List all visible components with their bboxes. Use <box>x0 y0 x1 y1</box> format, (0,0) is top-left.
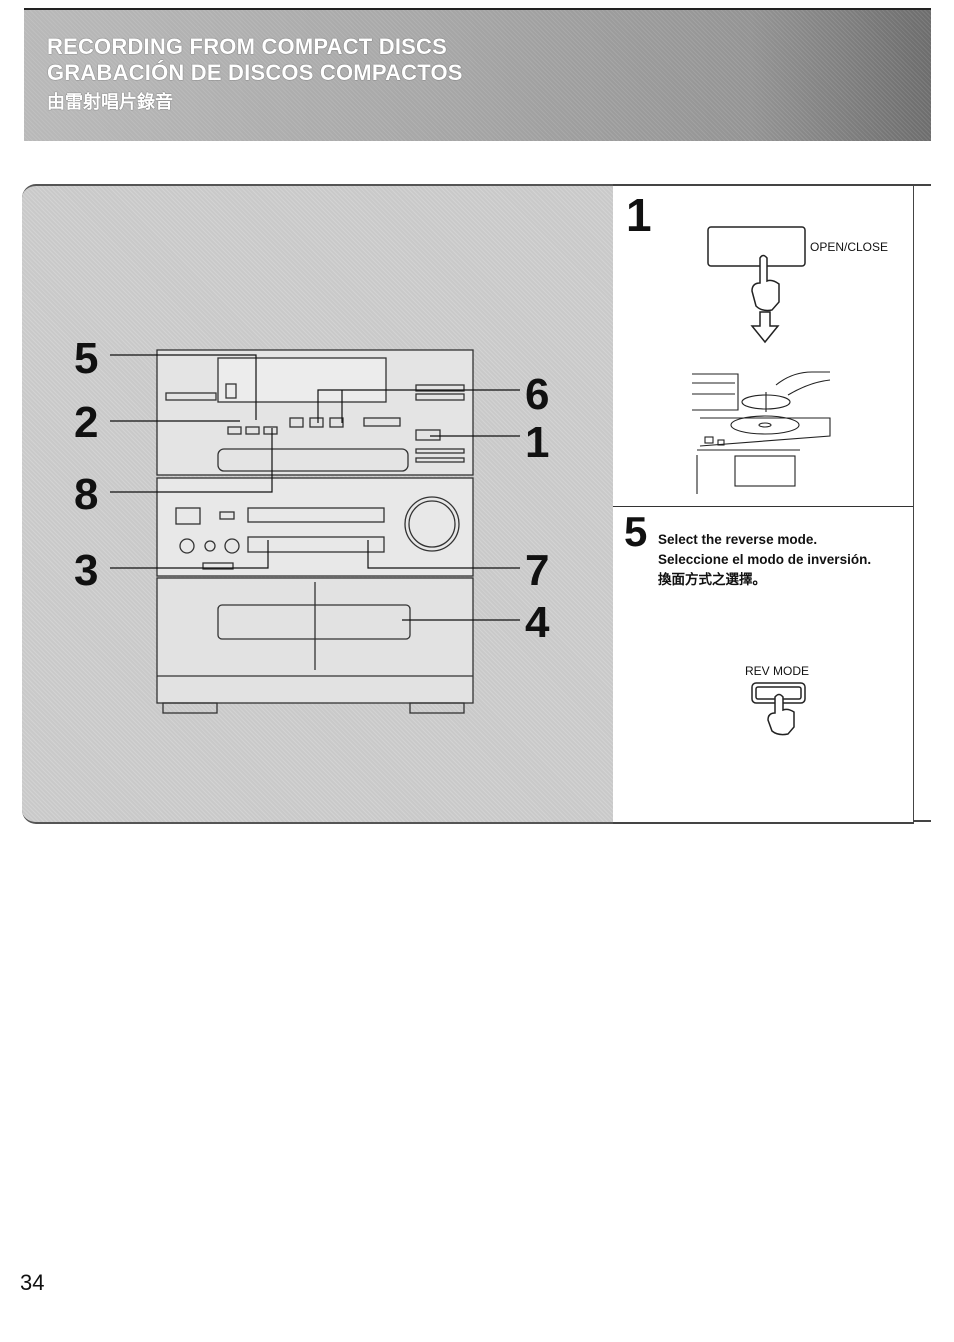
step-5-instructions: Select the reverse mode. Seleccione el m… <box>658 530 871 590</box>
step-5-number: 5 <box>624 508 648 555</box>
callout-3: 3 <box>74 546 99 595</box>
frame-rule-bottom <box>913 820 931 822</box>
rev-mode-label: REV MODE <box>745 664 810 678</box>
callout-7: 7 <box>525 546 550 595</box>
frame-rule-top <box>913 184 931 186</box>
title-chinese: 由雷射唱片錄音 <box>47 92 173 112</box>
step-5-text-spanish: Seleccione el modo de inversión. <box>658 552 872 567</box>
callout-5: 5 <box>74 334 99 383</box>
title-english: RECORDING FROM COMPACT DISCS <box>47 34 447 59</box>
callout-6: 6 <box>525 370 550 419</box>
callout-8: 8 <box>74 470 99 519</box>
step-divider <box>613 506 913 507</box>
step-5-text-chinese: 換面方式之選擇。 <box>658 572 766 587</box>
step-5-text-english: Select the reverse mode. <box>658 532 818 547</box>
callout-1: 1 <box>525 418 550 467</box>
open-close-label: OPEN/CLOSE <box>810 240 889 254</box>
step-1-number: 1 <box>626 189 652 241</box>
page-number: 34 <box>20 1270 45 1295</box>
callout-2: 2 <box>74 398 99 447</box>
title-spanish: GRABACIÓN DE DISCOS COMPACTOS <box>47 60 463 85</box>
section-header: RECORDING FROM COMPACT DISCS GRABACIÓN D… <box>24 8 931 141</box>
callout-4: 4 <box>525 598 550 647</box>
